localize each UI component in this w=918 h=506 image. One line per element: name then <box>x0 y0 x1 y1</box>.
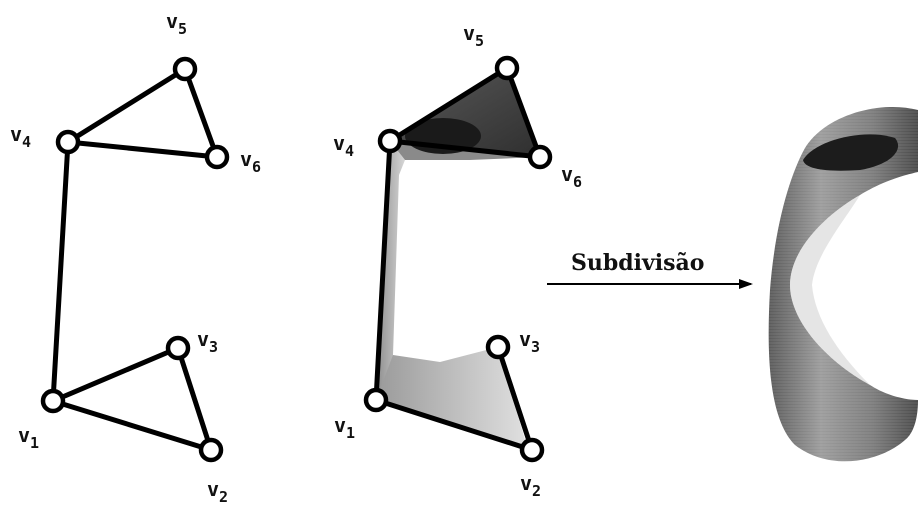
middle-mesh-shading <box>376 68 540 450</box>
edge-v4-v6 <box>65 139 220 160</box>
left-mesh-edges <box>50 66 220 453</box>
label-v1-mid: v1 <box>334 413 355 442</box>
vertex-v3 <box>165 335 191 361</box>
left-mesh-labels: v1 v2 v3 v4 v5 v6 <box>10 9 261 506</box>
middle-mesh-vertices <box>363 55 553 463</box>
vertex-v4-mid <box>377 128 403 154</box>
label-v2: v2 <box>207 477 228 506</box>
edge-v4-v6-mid <box>387 138 543 160</box>
label-v1: v1 <box>18 423 39 452</box>
surface-hole <box>803 134 899 171</box>
edge-v1-v4 <box>50 139 71 404</box>
edge-v5-v6 <box>182 66 220 160</box>
label-v4: v4 <box>10 122 31 151</box>
shading-left-band <box>376 141 405 400</box>
left-mesh-vertices <box>40 56 230 463</box>
surface-highlight <box>790 195 870 385</box>
label-v5: v5 <box>166 9 187 38</box>
label-v6-mid: v6 <box>561 162 582 191</box>
vertex-v4 <box>55 129 81 155</box>
edge-v1-v2 <box>50 398 214 453</box>
vertex-v5 <box>172 56 198 82</box>
edge-v1-v2-mid <box>373 397 535 453</box>
edge-v5-v6-mid <box>504 65 543 160</box>
subdivided-surface <box>768 106 918 462</box>
vertex-v1-mid <box>363 387 389 413</box>
edge-v1-v4-mid <box>373 138 393 403</box>
edge-v4-v5-mid <box>387 65 510 144</box>
left-mesh: v1 v2 v3 v4 v5 v6 <box>10 9 261 506</box>
middle-mesh-labels: v1 v2 v3 v4 v5 v6 <box>333 21 582 500</box>
subdivision-arrow: Subdivisão <box>547 250 753 289</box>
label-v3-mid: v3 <box>519 327 540 356</box>
label-v4-mid: v4 <box>333 131 354 160</box>
vertex-v3-mid <box>485 334 511 360</box>
vertex-v2 <box>198 437 224 463</box>
label-v2-mid: v2 <box>520 471 541 500</box>
vertex-v5-mid <box>494 55 520 81</box>
shading-bottom-band <box>376 347 528 450</box>
vertex-v6 <box>204 144 230 170</box>
vertex-v6-mid <box>527 144 553 170</box>
surface-stripes <box>768 106 918 462</box>
vertex-v2-mid <box>519 437 545 463</box>
vertex-v1 <box>40 388 66 414</box>
arrow-label: Subdivisão <box>571 250 704 276</box>
edge-v3-v2-mid <box>495 344 535 453</box>
middle-mesh-edges <box>373 65 543 453</box>
middle-mesh: v1 v2 v3 v4 v5 v6 <box>333 21 582 500</box>
edge-v1-v3 <box>50 345 181 404</box>
label-v5-mid: v5 <box>463 21 484 50</box>
label-v6: v6 <box>240 147 261 176</box>
label-v3: v3 <box>197 327 218 356</box>
edge-v3-v2 <box>175 345 214 453</box>
edge-v4-v5 <box>65 66 188 145</box>
